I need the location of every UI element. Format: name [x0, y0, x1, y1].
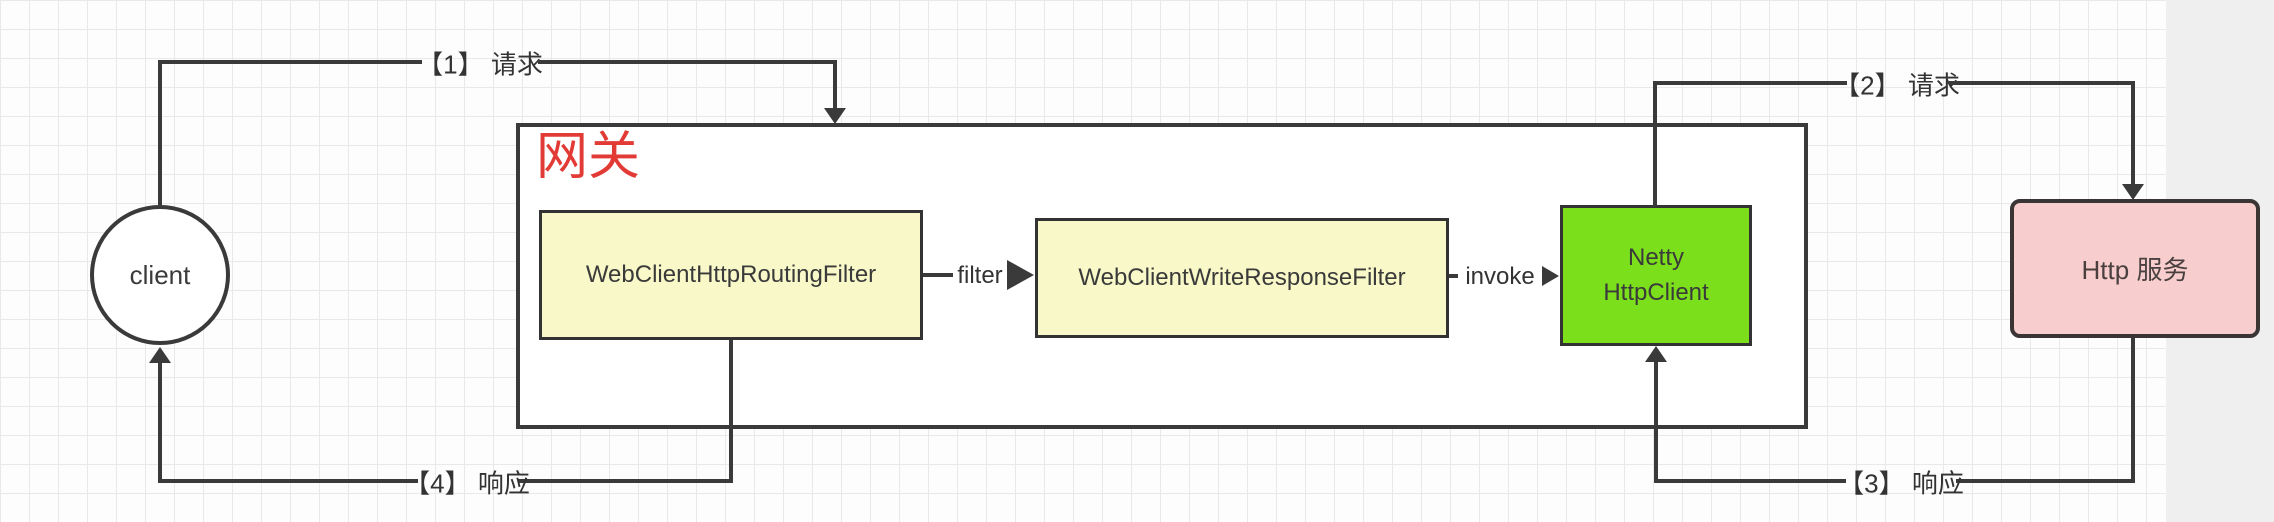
flow2-vertical-left — [1653, 81, 1657, 207]
filter-edge-label: filter — [957, 262, 1003, 289]
flow1-horizontal-right — [538, 60, 837, 64]
node-webclient-http-routing-filter: WebClientHttpRoutingFilter — [539, 210, 923, 340]
flow4-vertical-right — [729, 340, 733, 483]
flow3-horizontal-right — [1956, 479, 2135, 483]
flow2-horizontal-left — [1653, 81, 1847, 85]
flow3-vertical-right — [2131, 338, 2135, 483]
gateway-title: 网关 — [536, 128, 641, 186]
node-label: client — [129, 259, 191, 290]
node-label: Netty HttpClient — [1603, 243, 1709, 306]
flow3-arrowhead-icon — [1645, 346, 1667, 362]
flow1-horizontal-left — [158, 60, 422, 64]
flow4-arrowhead-icon — [149, 347, 171, 363]
flow4-horizontal-left — [160, 479, 418, 483]
filter-edge-line — [923, 273, 953, 277]
flow2-horizontal-right — [1949, 81, 2135, 85]
flow1-vertical-right — [833, 60, 837, 110]
flow1-vertical-left — [158, 62, 162, 205]
flow2-label: 【2】 请求 — [1834, 70, 1960, 101]
node-label: WebClientHttpRoutingFilter — [585, 261, 877, 288]
flow4-horizontal-right — [518, 479, 733, 483]
node-label: WebClientWriteResponseFilter — [1078, 264, 1406, 291]
node-netty-http-client: Netty HttpClient — [1560, 205, 1752, 346]
flow2-vertical-right — [2131, 81, 2135, 185]
node-webclient-write-response-filter: WebClientWriteResponseFilter — [1035, 218, 1449, 338]
flow4-label: 【4】 响应 — [404, 468, 530, 499]
filter-arrowhead-icon — [1007, 260, 1034, 290]
invoke-edge-line — [1449, 274, 1458, 278]
flow3-horizontal-left — [1654, 479, 1846, 483]
flow1-label: 【1】 请求 — [417, 49, 543, 80]
invoke-arrowhead-icon — [1542, 266, 1559, 286]
flow3-vertical-left — [1654, 358, 1658, 483]
invoke-edge-label: invoke — [1465, 263, 1535, 290]
node-label: Http 服务 — [2081, 255, 2189, 285]
flow3-label: 【3】 响应 — [1838, 468, 1964, 499]
flow2-arrowhead-icon — [2122, 184, 2144, 200]
node-client: client — [90, 205, 230, 345]
flow4-vertical-left — [158, 360, 162, 483]
flow1-arrowhead-icon — [824, 108, 846, 124]
node-http-service: Http 服务 — [2010, 199, 2260, 338]
